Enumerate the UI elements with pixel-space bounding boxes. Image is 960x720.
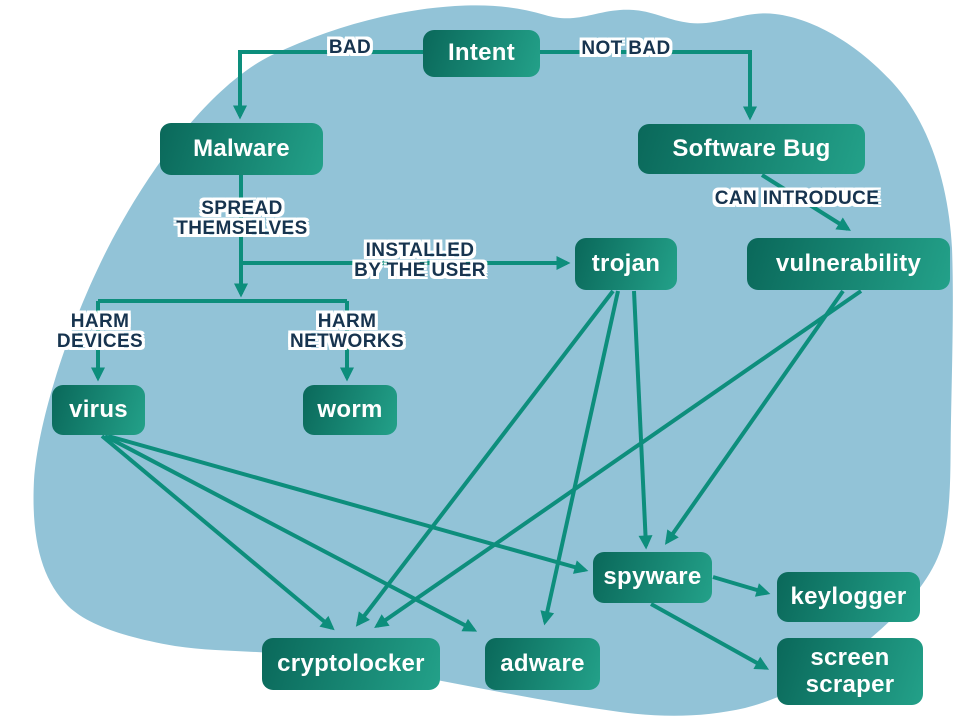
edge-label-text: NOT BAD bbox=[581, 38, 671, 59]
edge-label-text: THEMSELVES bbox=[176, 218, 308, 239]
node-label: vulnerability bbox=[775, 249, 922, 277]
edge-trojan-adware bbox=[540, 290, 620, 626]
node-label: cryptolocker bbox=[277, 649, 425, 677]
node-worm: worm bbox=[303, 385, 397, 435]
edge-spyware-screen-scraper bbox=[650, 602, 770, 670]
node-label: keylogger bbox=[790, 582, 907, 610]
edge-vulnerability-cryptolocker bbox=[374, 289, 863, 628]
node-spyware: spyware bbox=[593, 552, 712, 603]
edge-label-text: HARM bbox=[70, 311, 130, 332]
edge-label-text: HARM bbox=[317, 311, 377, 332]
node-adware: adware bbox=[485, 638, 600, 690]
edge-label-text: SPREAD bbox=[201, 198, 283, 219]
edge-label-not-bad: NOT BAD bbox=[581, 39, 670, 59]
node-trojan: trojan bbox=[575, 238, 677, 290]
node-label: screen bbox=[810, 644, 890, 672]
edge-intent-malware bbox=[233, 50, 423, 120]
edge-trojan-spyware bbox=[632, 290, 653, 550]
node-vulnerability: vulnerability bbox=[747, 238, 950, 290]
edge-virus-adware bbox=[104, 434, 478, 632]
edge-label-bad: BAD bbox=[329, 38, 371, 58]
node-software-bug: Software Bug bbox=[638, 124, 865, 174]
edge-label-text: CAN INTRODUCE bbox=[714, 188, 880, 209]
edge-virus-spyware bbox=[107, 434, 589, 574]
node-label: trojan bbox=[591, 249, 661, 277]
edge-software-bug-vulnerability bbox=[760, 173, 851, 231]
edge-vulnerability-spyware bbox=[664, 289, 845, 545]
edge-label-text: INSTALLED bbox=[365, 240, 475, 261]
edge-trojan-cryptolocker bbox=[355, 289, 615, 627]
node-malware: Malware bbox=[160, 123, 323, 175]
node-label: Software Bug bbox=[672, 134, 831, 162]
edge-label-text: NETWORKS bbox=[289, 331, 405, 352]
edge-spyware-keylogger bbox=[712, 575, 771, 597]
node-label: virus bbox=[69, 395, 128, 423]
edge-intent-software-bug bbox=[540, 50, 757, 121]
node-label: Intent bbox=[447, 39, 516, 67]
node-keylogger: keylogger bbox=[777, 572, 920, 622]
node-label: adware bbox=[500, 649, 585, 677]
edge-label-text: BY THE USER bbox=[354, 260, 486, 281]
edge-label-text: BAD bbox=[328, 37, 372, 58]
background-blob bbox=[33, 5, 953, 716]
node-intent: Intent bbox=[423, 30, 540, 77]
node-label: Malware bbox=[193, 134, 290, 162]
node-label: worm bbox=[317, 395, 383, 423]
node-virus: virus bbox=[52, 385, 145, 435]
edge-label-text: DEVICES bbox=[56, 331, 144, 352]
node-label: spyware bbox=[603, 563, 702, 591]
edge-label-can-introduce: CAN INTRODUCE bbox=[715, 189, 880, 209]
node-cryptolocker: cryptolocker bbox=[262, 638, 440, 690]
edge-virus-cryptolocker bbox=[100, 434, 335, 631]
node-label: scraper bbox=[805, 670, 895, 698]
